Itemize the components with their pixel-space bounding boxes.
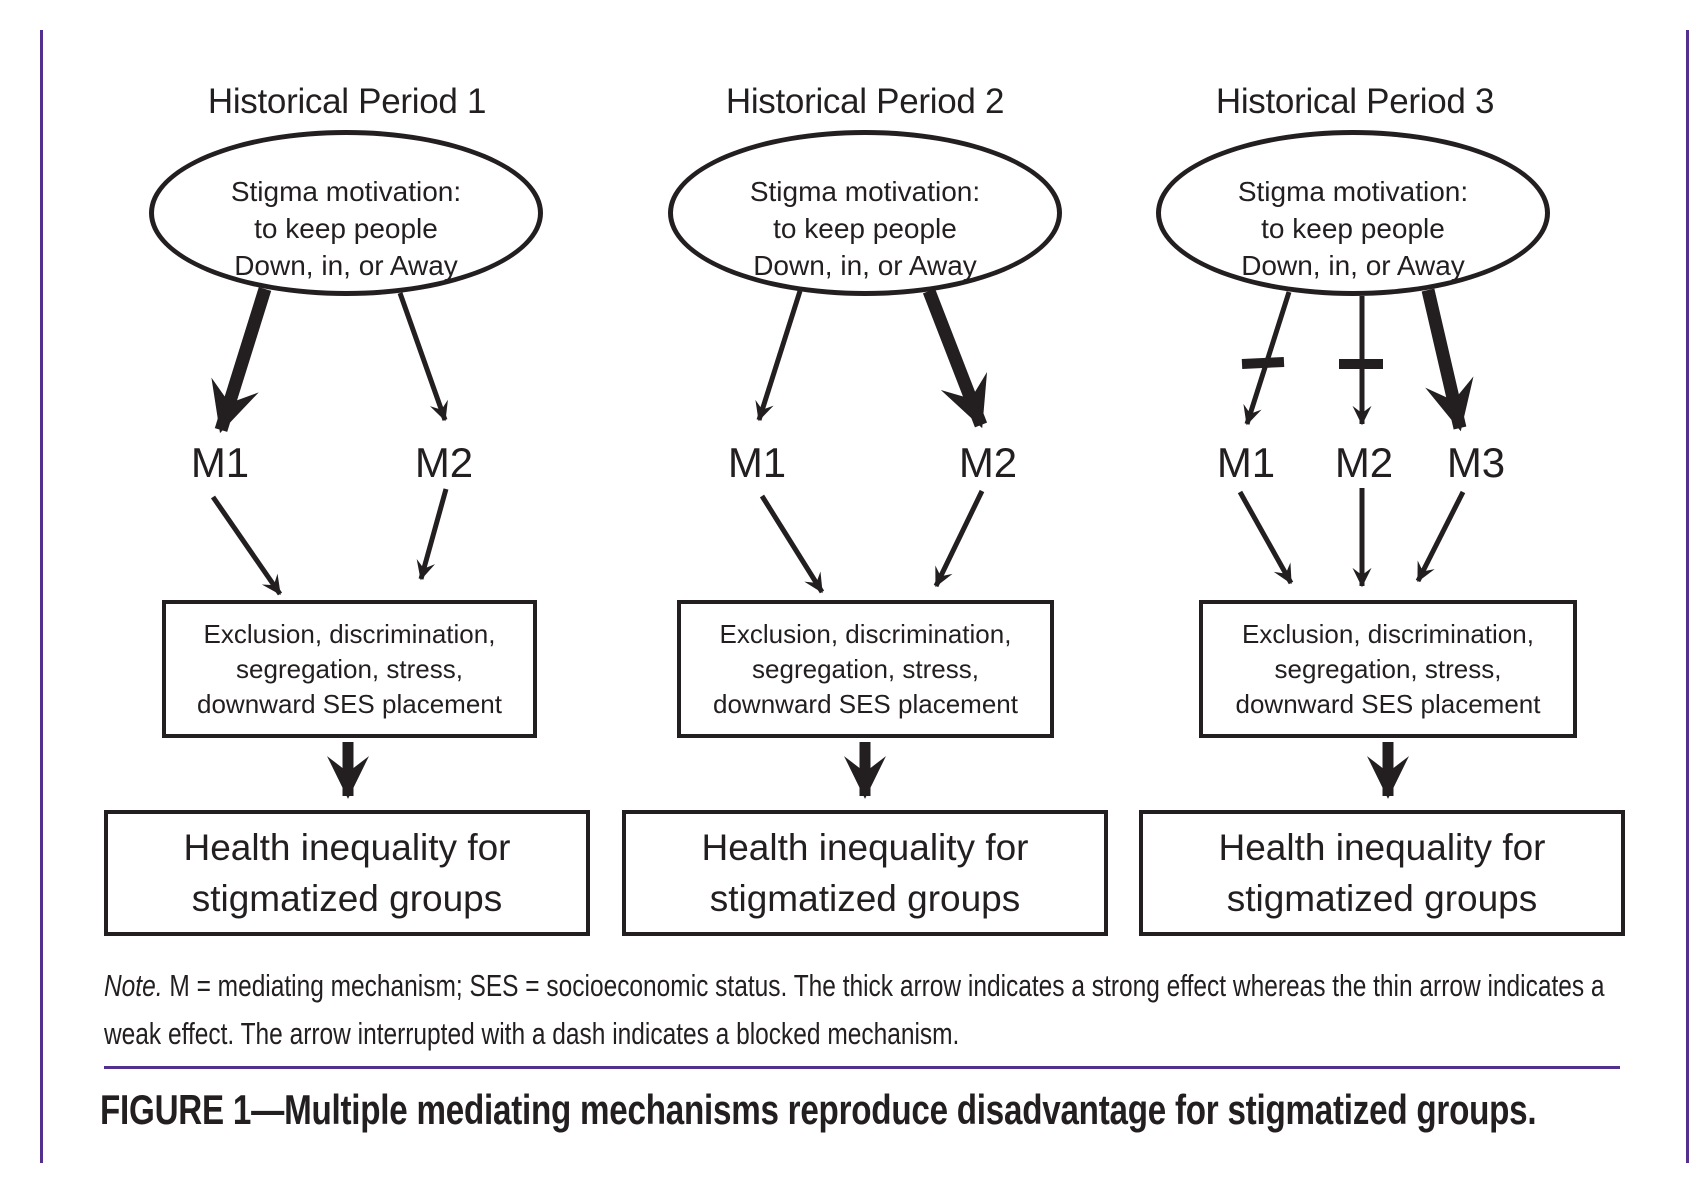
health-line: Health inequality for xyxy=(1218,827,1546,868)
stigma-motivation-ellipse-2: Stigma motivation: to keep people Down, … xyxy=(668,130,1062,296)
exclusion-line: Exclusion, discrimination, xyxy=(203,618,496,649)
mediator-label-m1: M1 xyxy=(1216,439,1276,486)
mediator-label-m1: M1 xyxy=(190,439,250,486)
figure-caption: FIGURE 1—Multiple mediating mechanisms r… xyxy=(100,1086,1537,1133)
right-margin-rule xyxy=(1686,30,1689,1163)
mediator-label-m2: M2 xyxy=(958,439,1018,486)
note-text: M = mediating mechanism; SES = socioecon… xyxy=(104,968,1605,1051)
mediator-label-m2: M2 xyxy=(414,439,474,486)
health-line: stigmatized groups xyxy=(1226,878,1538,919)
exclusion-line: Exclusion, discrimination, xyxy=(1242,618,1534,649)
exclusion-box-2: Exclusion, discrimination, segregation, … xyxy=(677,600,1054,738)
ellipse-line: to keep people xyxy=(254,212,438,244)
exclusion-line: Exclusion, discrimination, xyxy=(719,618,1012,649)
exclusion-line: downward SES placement xyxy=(713,688,1018,719)
ellipse-line: to keep people xyxy=(1261,212,1445,244)
exclusion-box-1: Exclusion, discrimination, segregation, … xyxy=(162,600,537,738)
ellipse-line: Stigma motivation: xyxy=(230,175,462,207)
strong-arrow xyxy=(211,287,272,434)
note-lead: Note. xyxy=(104,968,163,1003)
strong-arrow xyxy=(1421,288,1474,432)
ellipse-line: Stigma motivation: xyxy=(749,175,981,207)
mediator-to-box-arrow xyxy=(759,494,825,594)
left-margin-rule xyxy=(40,30,43,1163)
mediator-to-box-arrow xyxy=(1237,490,1294,585)
column-title-period-3: Historical Period 3 xyxy=(1215,82,1495,121)
block-dash xyxy=(1241,357,1285,369)
mediator-to-box-arrow xyxy=(416,488,449,581)
exclusion-line: downward SES placement xyxy=(197,688,502,719)
health-line: stigmatized groups xyxy=(709,878,1021,919)
mediator-to-box-arrow xyxy=(210,495,283,596)
mediator-label-m3: M3 xyxy=(1446,439,1506,486)
ellipse-line: Stigma motivation: xyxy=(1237,175,1469,207)
health-line: Health inequality for xyxy=(701,827,1029,868)
caption-separator-rule xyxy=(104,1066,1620,1069)
ellipse-line: Down, in, or Away xyxy=(1241,249,1465,281)
mediator-to-box-arrow xyxy=(1415,490,1466,583)
health-inequality-box-2: Health inequality for stigmatized groups xyxy=(622,810,1108,936)
figure-note: Note. M = mediating mechanism; SES = soc… xyxy=(104,962,1605,1058)
ellipse-line: to keep people xyxy=(773,212,957,244)
health-line: stigmatized groups xyxy=(191,878,503,919)
column-title-period-2: Historical Period 2 xyxy=(725,82,1005,121)
exclusion-line: segregation, stress, xyxy=(752,653,979,684)
health-inequality-box-3: Health inequality for stigmatized groups xyxy=(1139,810,1625,936)
exclusion-line: segregation, stress, xyxy=(1274,653,1502,684)
strong-arrow xyxy=(922,288,988,429)
weak-arrow xyxy=(755,290,803,422)
health-line: Health inequality for xyxy=(183,827,511,868)
stigma-motivation-ellipse-1: Stigma motivation: to keep people Down, … xyxy=(149,130,543,296)
exclusion-line: downward SES placement xyxy=(1235,688,1541,719)
mediator-label-m2: M2 xyxy=(1334,439,1394,486)
blocked-arrow xyxy=(1243,291,1292,426)
mediator-label-m1: M1 xyxy=(727,439,787,486)
mediator-to-box-arrow xyxy=(933,489,985,588)
exclusion-line: segregation, stress, xyxy=(236,653,463,684)
health-inequality-box-1: Health inequality for stigmatized groups xyxy=(104,810,590,936)
column-title-period-1: Historical Period 1 xyxy=(207,82,487,121)
stigma-motivation-ellipse-3: Stigma motivation: to keep people Down, … xyxy=(1156,130,1550,296)
ellipse-line: Down, in, or Away xyxy=(753,249,977,281)
ellipse-line: Down, in, or Away xyxy=(234,249,458,281)
weak-arrow xyxy=(397,292,448,422)
exclusion-box-3: Exclusion, discrimination, segregation, … xyxy=(1199,600,1577,738)
